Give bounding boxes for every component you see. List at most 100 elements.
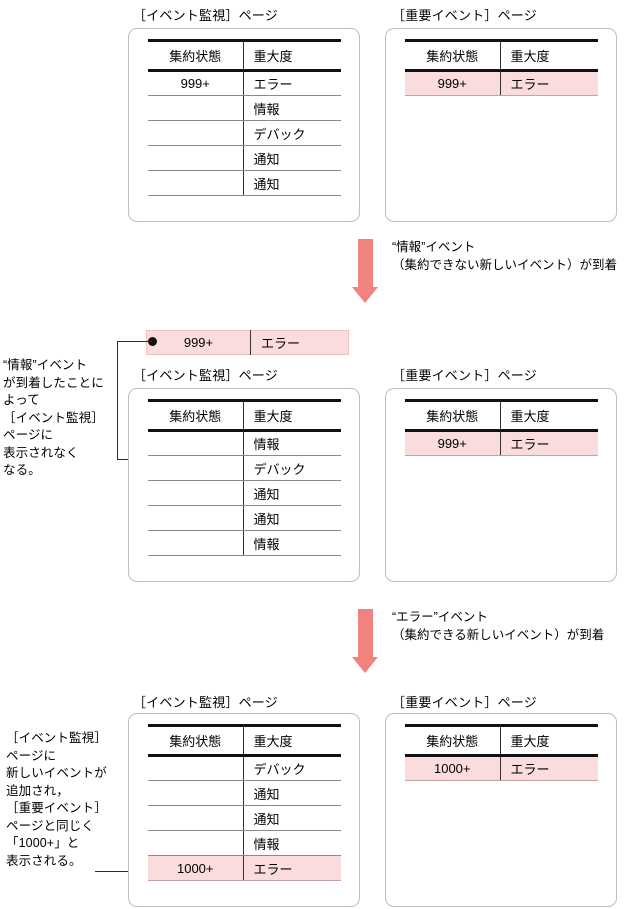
- cell-state: [148, 805, 244, 831]
- caption-important-stage-2: ［重要イベント］ページ: [392, 368, 537, 383]
- panel-important-stage-1: 集約状態 重大度 999+ エラー: [385, 28, 617, 222]
- annotation-info-removed: “情報”イベント が到着したことに よって ［イベント監視］ ページに 表示され…: [3, 358, 104, 477]
- cell-state: [148, 120, 244, 146]
- transition-arrow-1: [352, 239, 378, 303]
- table-row[interactable]: 情報: [148, 95, 341, 121]
- cell-severity: 通知: [243, 780, 341, 806]
- col-header-severity: 重大度: [243, 399, 341, 432]
- col-header-state: 集約状態: [148, 724, 244, 757]
- cell-severity: 通知: [243, 480, 341, 506]
- cell-state: 999+: [148, 70, 244, 96]
- table-important-stage-2: 集約状態 重大度 999+ エラー: [405, 399, 598, 456]
- cell-state: [148, 505, 244, 531]
- panel-monitor-stage-1: 集約状態 重大度 999+ エラー 情報 デバック 通知: [128, 28, 360, 222]
- cell-severity: 通知: [243, 170, 341, 196]
- table-important-stage-1: 集約状態 重大度 999+ エラー: [405, 39, 598, 96]
- cell-state: 1000+: [405, 755, 501, 781]
- cell-severity: 情報: [243, 530, 341, 556]
- table-header-row: 集約状態 重大度: [148, 39, 341, 72]
- cell-severity: デバック: [243, 455, 341, 481]
- table-row-highlighted[interactable]: 999+ エラー: [405, 70, 598, 96]
- table-header-row: 集約状態 重大度: [405, 399, 598, 432]
- caption-monitor-stage-3: ［イベント監視］ページ: [133, 695, 278, 710]
- table-monitor-stage-1: 集約状態 重大度 999+ エラー 情報 デバック 通知: [148, 39, 341, 196]
- cell-state: 1000+: [148, 855, 244, 881]
- cell-severity: エラー: [500, 755, 598, 781]
- table-row[interactable]: 999+ エラー: [148, 70, 341, 96]
- table-monitor-stage-3: 集約状態 重大度 デバック 通知 通知 情報 1000+: [148, 724, 341, 881]
- cell-severity: デバック: [243, 120, 341, 146]
- table-row[interactable]: 通知: [148, 505, 341, 531]
- connector-line-aggregated: [95, 871, 150, 872]
- connector-line-top: [117, 341, 152, 342]
- connector-dot-info: [148, 337, 157, 346]
- cell-state: [148, 830, 244, 856]
- table-row[interactable]: 情報: [148, 830, 341, 856]
- col-header-state: 集約状態: [148, 39, 244, 72]
- transition-arrow-2: [352, 609, 378, 673]
- col-header-severity: 重大度: [243, 724, 341, 757]
- cell-state: [148, 780, 244, 806]
- table-row[interactable]: 情報: [148, 430, 341, 456]
- panel-monitor-stage-3: 集約状態 重大度 デバック 通知 通知 情報 1000+: [128, 713, 360, 907]
- cell-severity: 情報: [243, 830, 341, 856]
- table-row[interactable]: 999+ エラー: [146, 330, 349, 355]
- detached-event-row[interactable]: 999+ エラー: [146, 330, 349, 355]
- col-header-state: 集約状態: [405, 399, 501, 432]
- cell-severity: エラー: [500, 430, 598, 456]
- cell-severity: エラー: [243, 855, 341, 881]
- cell-severity: 情報: [243, 95, 341, 121]
- table-important-stage-3: 集約状態 重大度 1000+ エラー: [405, 724, 598, 781]
- cell-state: [148, 145, 244, 171]
- cell-state: [148, 170, 244, 196]
- caption-monitor-stage-1: ［イベント監視］ページ: [133, 8, 278, 23]
- cell-state: 999+: [146, 330, 251, 355]
- panel-important-stage-3: 集約状態 重大度 1000+ エラー: [385, 713, 617, 907]
- col-header-severity: 重大度: [243, 39, 341, 72]
- table-row-highlighted[interactable]: 999+ エラー: [405, 430, 598, 456]
- table-header-row: 集約状態 重大度: [405, 39, 598, 72]
- panel-important-stage-2: 集約状態 重大度 999+ エラー: [385, 388, 617, 582]
- caption-important-stage-1: ［重要イベント］ページ: [392, 8, 537, 23]
- connector-line-vertical: [117, 341, 118, 459]
- table-header-row: 集約状態 重大度: [148, 724, 341, 757]
- cell-state: 999+: [405, 70, 501, 96]
- cell-state: 999+: [405, 430, 501, 456]
- cell-state: [148, 480, 244, 506]
- table-header-row: 集約状態 重大度: [148, 399, 341, 432]
- cell-severity: エラー: [243, 70, 341, 96]
- panel-monitor-stage-2: 集約状態 重大度 情報 デバック 通知 通知 情報: [128, 388, 360, 582]
- table-row[interactable]: デバック: [148, 455, 341, 481]
- col-header-severity: 重大度: [500, 724, 598, 757]
- table-row-highlighted[interactable]: 1000+ エラー: [405, 755, 598, 781]
- table-row[interactable]: 通知: [148, 480, 341, 506]
- table-row[interactable]: デバック: [148, 755, 341, 781]
- table-monitor-stage-2: 集約状態 重大度 情報 デバック 通知 通知 情報: [148, 399, 341, 556]
- table-row-highlighted[interactable]: 1000+ エラー: [148, 855, 341, 881]
- col-header-severity: 重大度: [500, 399, 598, 432]
- cell-state: [148, 755, 244, 781]
- cell-severity: エラー: [500, 70, 598, 96]
- table-header-row: 集約状態 重大度: [405, 724, 598, 757]
- transition-label-1: “情報”イベント （集約できない新しいイベント）が到着: [392, 240, 618, 272]
- col-header-state: 集約状態: [405, 39, 501, 72]
- cell-state: [148, 95, 244, 121]
- table-row[interactable]: 通知: [148, 145, 341, 171]
- caption-monitor-stage-2: ［イベント監視］ページ: [133, 368, 278, 383]
- col-header-severity: 重大度: [500, 39, 598, 72]
- cell-severity: 情報: [243, 430, 341, 456]
- table-row[interactable]: 通知: [148, 780, 341, 806]
- col-header-state: 集約状態: [405, 724, 501, 757]
- col-header-state: 集約状態: [148, 399, 244, 432]
- annotation-error-aggregated: ［イベント監視］ ページに 新しいイベントが 追加され， ［重要イベント］ ペー…: [6, 731, 107, 868]
- transition-label-2: “エラー”イベント （集約できる新しいイベント）が到着: [392, 610, 605, 642]
- cell-severity: 通知: [243, 505, 341, 531]
- cell-state: [148, 530, 244, 556]
- cell-severity: デバック: [243, 755, 341, 781]
- table-row[interactable]: 通知: [148, 805, 341, 831]
- caption-important-stage-3: ［重要イベント］ページ: [392, 695, 537, 710]
- table-row[interactable]: 情報: [148, 530, 341, 556]
- table-row[interactable]: 通知: [148, 170, 341, 196]
- cell-severity: 通知: [243, 145, 341, 171]
- table-row[interactable]: デバック: [148, 120, 341, 146]
